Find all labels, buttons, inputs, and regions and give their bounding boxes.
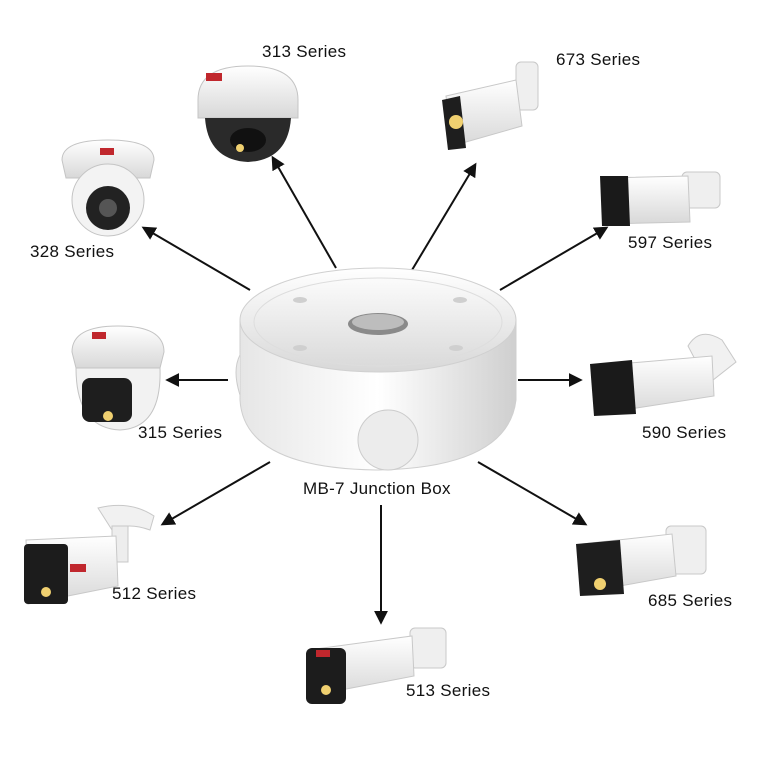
camera-313-label: 313 Series [262, 42, 347, 61]
camera-590-label: 590 Series [642, 423, 727, 442]
camera-512-image [24, 504, 155, 605]
camera-313-image [197, 65, 299, 162]
arrow-to-328 [141, 226, 251, 291]
arrow-to-597 [499, 226, 609, 291]
camera-673-image [442, 61, 539, 150]
camera-328-label: 328 Series [30, 242, 115, 261]
arrow-to-512 [160, 461, 271, 526]
junction-box-image [235, 267, 517, 471]
camera-685-image [576, 525, 707, 596]
arrow-to-685 [477, 461, 588, 526]
arrow-to-313 [271, 155, 337, 269]
camera-590-image [590, 333, 737, 416]
camera-513-image [306, 627, 447, 704]
camera-597-image [600, 171, 721, 226]
camera-597-label: 597 Series [628, 233, 713, 252]
camera-673-label: 673 Series [556, 50, 641, 69]
camera-512-label: 512 Series [112, 584, 197, 603]
arrow-to-673 [411, 162, 477, 271]
junction-box-label: MB-7 Junction Box [303, 479, 451, 498]
arrows [141, 155, 609, 625]
camera-513-label: 513 Series [406, 681, 491, 700]
camera-315-image [71, 325, 165, 431]
camera-315-label: 315 Series [138, 423, 223, 442]
camera-328-image [61, 139, 155, 237]
camera-685-label: 685 Series [648, 591, 733, 610]
